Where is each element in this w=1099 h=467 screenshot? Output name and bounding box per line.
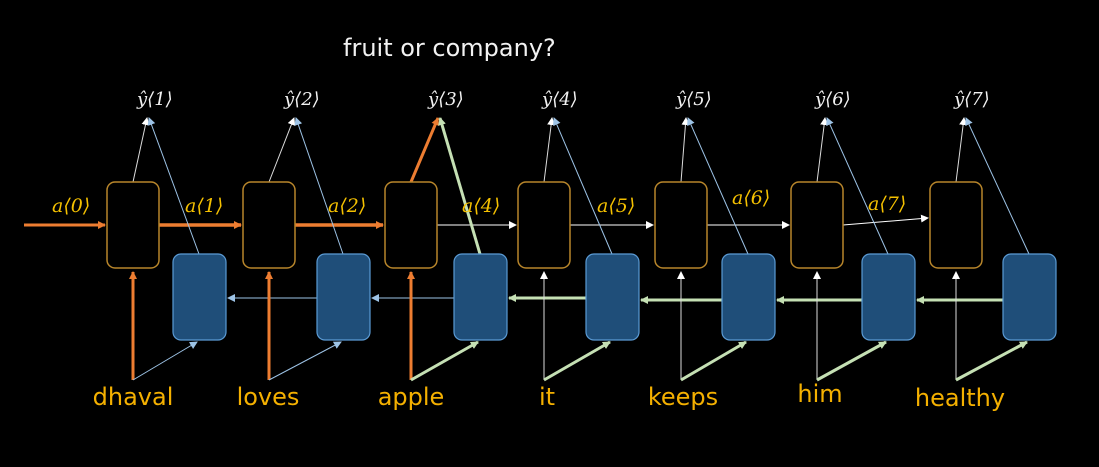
forward-cell [790,181,844,269]
output-arrow [132,117,150,183]
input-word: it [539,383,555,411]
activation-label: a⟨0⟩ [52,195,90,217]
forward-arrow [842,214,929,226]
output-arrow [543,117,556,183]
backward-cell [1002,253,1057,341]
input-word: dhaval [93,383,174,411]
forward-cell [384,181,438,269]
input-to-backward-arrow [410,340,479,382]
backward-output-arrow [438,117,482,255]
backward-output-arrow [553,117,613,255]
forward-cell [242,181,296,269]
output-label: ŷ⟨1⟩ [136,89,173,110]
activation-label: a⟨6⟩ [732,187,770,209]
backward-cell [172,253,227,341]
input-word: healthy [915,384,1005,412]
backward-output-arrow [826,117,889,255]
input-to-backward-arrow [132,341,198,381]
activation-label: a⟨4⟩ [462,195,500,217]
activation-label: a⟨1⟩ [185,195,223,217]
output-label: ŷ⟨7⟩ [953,89,990,110]
input-to-backward-arrow [816,340,887,382]
activation-label: a⟨5⟩ [597,195,635,217]
output-label: ŷ⟨5⟩ [675,89,712,110]
output-arrow [816,117,829,183]
output-arrow [409,117,440,183]
backward-cell [861,253,916,341]
output-label: ŷ⟨3⟩ [427,89,464,110]
output-label: ŷ⟨4⟩ [541,89,578,110]
input-word: keeps [648,383,718,411]
backward-output-arrow [965,117,1030,255]
activation-label: a⟨7⟩ [868,193,906,215]
input-to-backward-arrow [268,341,342,381]
forward-cell [106,181,160,269]
output-arrow [680,117,690,183]
backward-cell [316,253,371,341]
question-title: fruit or company? [343,34,556,62]
input-word: apple [378,383,445,411]
backward-output-arrow [687,117,749,255]
forward-cell [929,181,983,269]
activation-label: a⟨2⟩ [328,195,366,217]
input-to-backward-arrow [955,340,1028,382]
backward-output-arrow [294,117,344,255]
input-to-backward-arrow [543,340,611,382]
output-arrow [955,117,968,183]
forward-cell [654,181,708,269]
backward-cell [453,253,508,341]
backward-cell [585,253,640,341]
output-label: ŷ⟨2⟩ [283,89,320,110]
forward-cell [517,181,571,269]
input-to-backward-arrow [680,340,747,382]
backward-output-arrow [147,117,200,255]
backward-cell [721,253,776,341]
input-word: him [797,380,842,408]
input-word: loves [237,383,300,411]
output-arrow [268,117,296,183]
output-label: ŷ⟨6⟩ [814,89,851,110]
